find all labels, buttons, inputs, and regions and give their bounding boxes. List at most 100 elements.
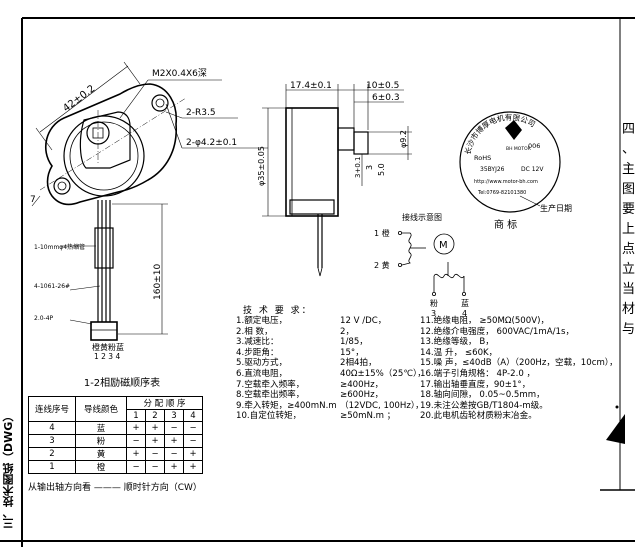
spec-key: 6.直流电阻， [236, 368, 288, 379]
wiring-diagram: 接线示意图 1 橙 2 黄 M 粉 蓝 3 4 [374, 212, 469, 318]
wiring-w1: 1 橙 [374, 228, 390, 238]
label-circle [459, 111, 561, 213]
spec-item: 8.空载牵出频率，≥600Hz， [236, 390, 424, 401]
callout-hole-leader [165, 103, 183, 149]
front-view: 42±0.2 7 M2X0.4X6深 2-R3.5 2-φ4.2±0.1 1-1… [30, 61, 268, 361]
spec-key: 9.牵入转矩，≥400mN.m [236, 400, 337, 411]
dim-pitch-label: 42±0.2 [61, 83, 97, 114]
spec-item: 1.额定电压，12 V /DC， [236, 316, 424, 327]
spec-key: 2.相 数， [236, 326, 273, 337]
table-row: 2 黄 + − − + [28, 447, 203, 461]
dim-lead-label: 160±10 [153, 264, 163, 300]
spec-key: 5.驱动方式， [236, 358, 288, 369]
header-wire-color: 导线颜色 [75, 396, 127, 422]
lead-wires [90, 200, 118, 341]
production-date-label: 生产日期 [540, 203, 572, 213]
sequence-table-title: 1-2相励磁顺序表 [83, 378, 161, 389]
spec-title: 技 术 要 求： [243, 306, 313, 316]
table-row: 1 橙 − − + + [28, 460, 203, 474]
dim-edge-label: 7 [30, 195, 36, 205]
brand-logo [505, 120, 522, 140]
dim-shaftdia-label: φ9.2 [399, 130, 408, 148]
spec-key: 10.自定位转矩， [236, 411, 302, 422]
side-glyph: 点 [622, 242, 635, 257]
spec-item: 18.轴向间隙， 0.05~0.5mm， [420, 390, 545, 401]
spec-item: 2.相 数，2， [236, 327, 424, 338]
trademark-label: 商 标 [494, 218, 517, 231]
callout-wire3-label: 2.0-4P [34, 315, 54, 322]
header-wire-no: 连线序号 [28, 396, 76, 422]
table-cell: − [145, 460, 165, 474]
wiring-w3: 粉 [430, 298, 438, 308]
side-glyph: 要 [622, 202, 635, 217]
spec-item: 7.空载牵入频率，≥400Hz， [236, 380, 424, 391]
side-glyph: 与 [622, 322, 635, 337]
terminal-2 [397, 262, 402, 267]
callout-wire3-leader [69, 319, 93, 325]
callout-wire2-leader [69, 285, 101, 291]
cropped-side-text: 四 、 主 图 要 上 点 立 当 材 与 [622, 120, 635, 340]
wire-colors-label: 橙黄粉蓝 [92, 342, 124, 352]
label-brand: BH MOTOR [506, 146, 531, 152]
wiring-w4: 蓝 [461, 298, 469, 308]
callout-screw-label: M2X0.4X6深 [152, 68, 207, 79]
side-glyph: 当 [622, 282, 635, 297]
table-cell: 1 [28, 460, 76, 474]
table-cell: 3 [28, 434, 76, 448]
mount-hole-left-inner [57, 181, 67, 191]
spec-value: ≥50mN.m ； [340, 411, 396, 422]
side-bracket [289, 199, 335, 215]
table-row: 3 粉 − + + − [28, 434, 203, 448]
table-cell: 蓝 [75, 421, 127, 435]
table-cell: + [164, 460, 184, 474]
step-3: 3 [164, 409, 184, 422]
step-4: 4 [183, 409, 203, 422]
spec-key: 4.步距角： [236, 347, 279, 358]
table-cell: 黄 [75, 447, 127, 461]
spec-item: 12.绝缘介电强度， 600VAC/1mA/1s， [420, 326, 575, 337]
terminal-4 [461, 291, 466, 296]
spec-value: ≥600Hz， [340, 390, 384, 401]
spec-item: 9.牵入转矩，≥400mN.m（12VDC, 100Hz）， [236, 401, 424, 412]
side-glyph: 立 [622, 262, 635, 277]
label-url: http://www.motor-bh.com [474, 179, 538, 185]
label-tel: Tel:0769-82101380 [477, 190, 526, 196]
dim-pitch-line [39, 65, 129, 133]
motor-symbol-label: M [439, 240, 448, 251]
corner-dot [615, 405, 619, 409]
spec-list-right: 11.绝缘电阻， ≥50MΩ(500V)， 12.绝缘介电强度， 600VAC/… [420, 316, 618, 422]
spec-item: 16.端子引角规格： 4P-2.0 ， [420, 368, 536, 379]
spec-value: 1/85， [340, 337, 368, 348]
table-cell: − [145, 447, 165, 461]
spec-item: 15.噪 声，≤40dB（A）（200Hz，空载，10cm）， [420, 358, 618, 369]
spec-item: 6.直流电阻，40Ω±15%（25℃）， [236, 368, 426, 380]
spec-value: 2相4拍， [340, 358, 377, 369]
side-glyph: 四 [622, 122, 635, 137]
side-view: 17.4±0.1 10±0.5 6±0.3 φ35±0.05 φ9.2 5.0 … [257, 81, 412, 277]
wiring-w2: 2 黄 [374, 260, 390, 270]
spec-value: 15°， [340, 347, 364, 358]
table-cell: + [145, 434, 165, 448]
spec-item: 10.自定位转矩， ≥50mN.m ； [236, 411, 424, 422]
table-cell: + [126, 447, 146, 461]
center-line-diag [39, 97, 187, 191]
callout-radius-leader [165, 111, 183, 119]
side-glyph: 主 [622, 162, 635, 177]
spec-value: （12VDC, 100Hz）， [340, 400, 424, 411]
motor-inner-circle [69, 121, 139, 191]
table-cell: − [183, 434, 203, 448]
direction-note: 从输出轴方向看 ——— 顺时针方向（CW） [28, 483, 202, 493]
pin-numbers-label: 1 2 3 4 [94, 352, 120, 361]
table-row: 4 蓝 + + − − [28, 421, 203, 435]
motor-body-circle [63, 115, 145, 197]
side-glyph: 材 [622, 302, 635, 317]
dim-shaft-label: 10±0.5 [366, 81, 399, 91]
mount-hole-left [53, 177, 71, 195]
table-cell: − [164, 421, 184, 435]
table-cell: 2 [28, 447, 76, 461]
mount-hole-right-inner [155, 98, 165, 108]
dim-pitch-ext2 [123, 61, 141, 85]
label-code: 006 [528, 142, 540, 150]
callout-screw-leader [119, 79, 149, 119]
table-cell: − [126, 460, 146, 474]
